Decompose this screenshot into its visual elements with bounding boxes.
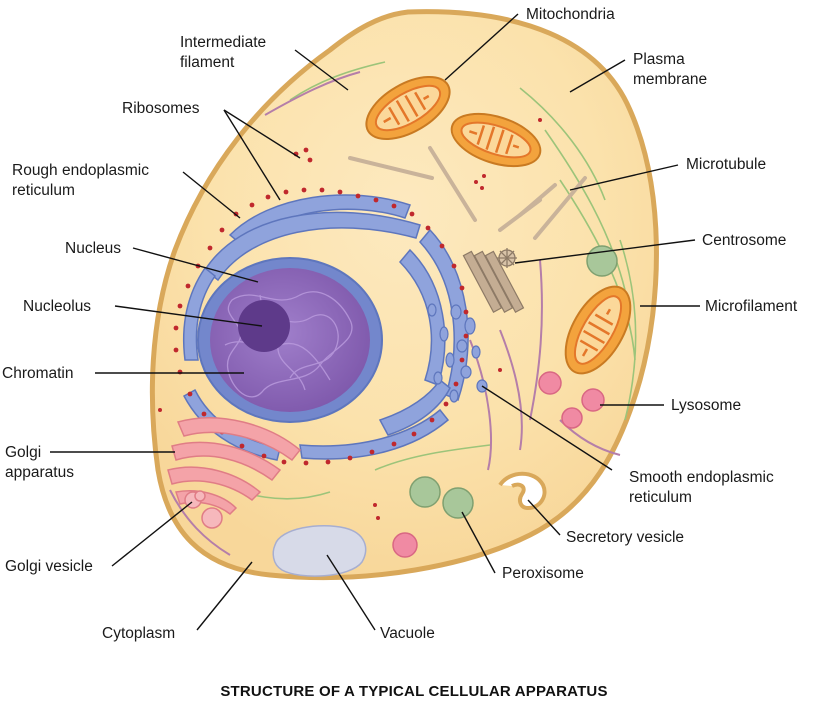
label-nucleus: Nucleus xyxy=(65,240,121,257)
label-microfilament: Microfilament xyxy=(705,298,798,315)
mitochondria-group xyxy=(365,76,632,375)
label-rough-er-1: Rough endoplasmic xyxy=(12,162,149,179)
ribosomes xyxy=(158,118,542,520)
label-chromatin: Chromatin xyxy=(2,365,74,382)
label-golgi-apparatus-2: apparatus xyxy=(5,464,74,481)
label-golgi-apparatus-1: Golgi xyxy=(5,444,41,461)
label-rough-er-2: reticulum xyxy=(12,182,75,199)
mitochondrion xyxy=(450,112,542,168)
smooth-er xyxy=(427,303,488,403)
label-golgi-vesicle: Golgi vesicle xyxy=(5,558,93,575)
label-intermediate-filament-1: Intermediate xyxy=(180,34,266,51)
vacuole xyxy=(272,525,367,577)
lysosomes xyxy=(392,371,605,558)
label-vacuole: Vacuole xyxy=(380,625,435,642)
centriole-star xyxy=(497,248,517,268)
label-smooth-er-1: Smooth endoplasmic xyxy=(629,469,774,486)
label-centrosome: Centrosome xyxy=(702,232,786,249)
nucleolus xyxy=(238,300,290,352)
nucleus xyxy=(210,268,370,412)
mitochondrion xyxy=(365,76,451,140)
golgi-vesicles xyxy=(184,490,223,529)
figure-caption: STRUCTURE OF A TYPICAL CELLULAR APPARATU… xyxy=(220,683,607,700)
leader-lines xyxy=(50,13,700,631)
secretory-vesicle xyxy=(498,471,547,511)
label-ribosomes: Ribosomes xyxy=(122,100,200,117)
label-mitochondria: Mitochondria xyxy=(526,6,615,23)
label-cytoplasm: Cytoplasm xyxy=(102,625,175,642)
label-intermediate-filament-2: filament xyxy=(180,54,235,71)
label-secretory-vesicle: Secretory vesicle xyxy=(566,529,684,546)
label-peroxisome: Peroxisome xyxy=(502,565,584,582)
mitochondrion xyxy=(564,285,632,375)
rough-er xyxy=(182,194,469,461)
centrosome xyxy=(462,248,525,313)
label-microtubule: Microtubule xyxy=(686,156,766,173)
label-smooth-er-2: reticulum xyxy=(629,489,692,506)
label-plasma-membrane-1: Plasma xyxy=(633,51,685,68)
label-plasma-membrane-2: membrane xyxy=(633,71,707,88)
label-nucleolus: Nucleolus xyxy=(23,298,91,315)
labels: Mitochondria Intermediate filament Plasm… xyxy=(2,6,798,642)
label-lysosome: Lysosome xyxy=(671,397,741,414)
golgi-apparatus xyxy=(167,417,302,516)
